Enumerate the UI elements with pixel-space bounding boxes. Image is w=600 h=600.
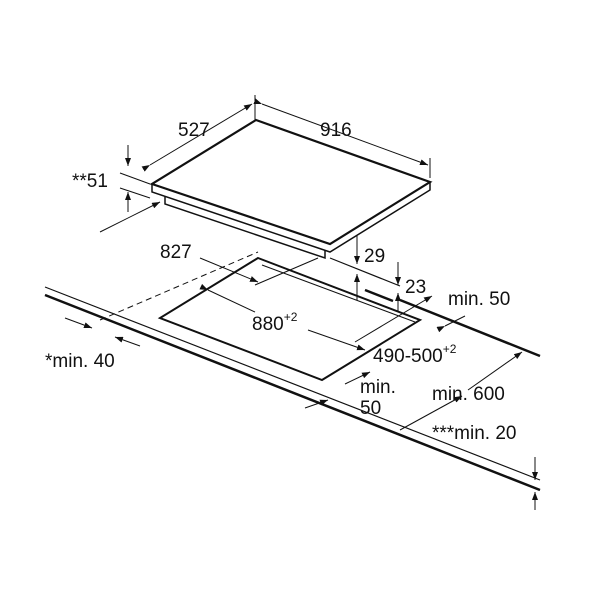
label-height-29: 29 bbox=[364, 246, 385, 267]
label-glass-height: **51 bbox=[72, 171, 108, 192]
label-worktop-thickness: ***min. 20 bbox=[432, 423, 517, 444]
label-worktop-depth: min. 600 bbox=[432, 384, 505, 405]
label-depth: 527 bbox=[178, 120, 210, 141]
label-back-clearance: min. 50 bbox=[448, 289, 510, 310]
cutout-depth-tolerance: +2 bbox=[443, 342, 457, 356]
label-width: 916 bbox=[320, 120, 352, 141]
label-front-clearance-1: min. bbox=[360, 377, 396, 398]
cutout-width-value: 880 bbox=[252, 314, 284, 335]
label-side-clearance: *min. 40 bbox=[45, 351, 115, 372]
cutout-width-tolerance: +2 bbox=[284, 310, 298, 324]
cutout-outline bbox=[157, 256, 423, 382]
worktop-outline bbox=[44, 251, 541, 492]
cutout-depth-value: 490-500 bbox=[373, 346, 443, 367]
label-front-clearance-2: 50 bbox=[360, 398, 381, 419]
label-cutout-width: 880+2 bbox=[252, 310, 298, 335]
label-cutout-depth: 490-500+2 bbox=[373, 342, 457, 367]
dimension-lines bbox=[64, 95, 538, 510]
label-inner-width: 827 bbox=[160, 242, 192, 263]
label-height-23: 23 bbox=[405, 277, 426, 298]
